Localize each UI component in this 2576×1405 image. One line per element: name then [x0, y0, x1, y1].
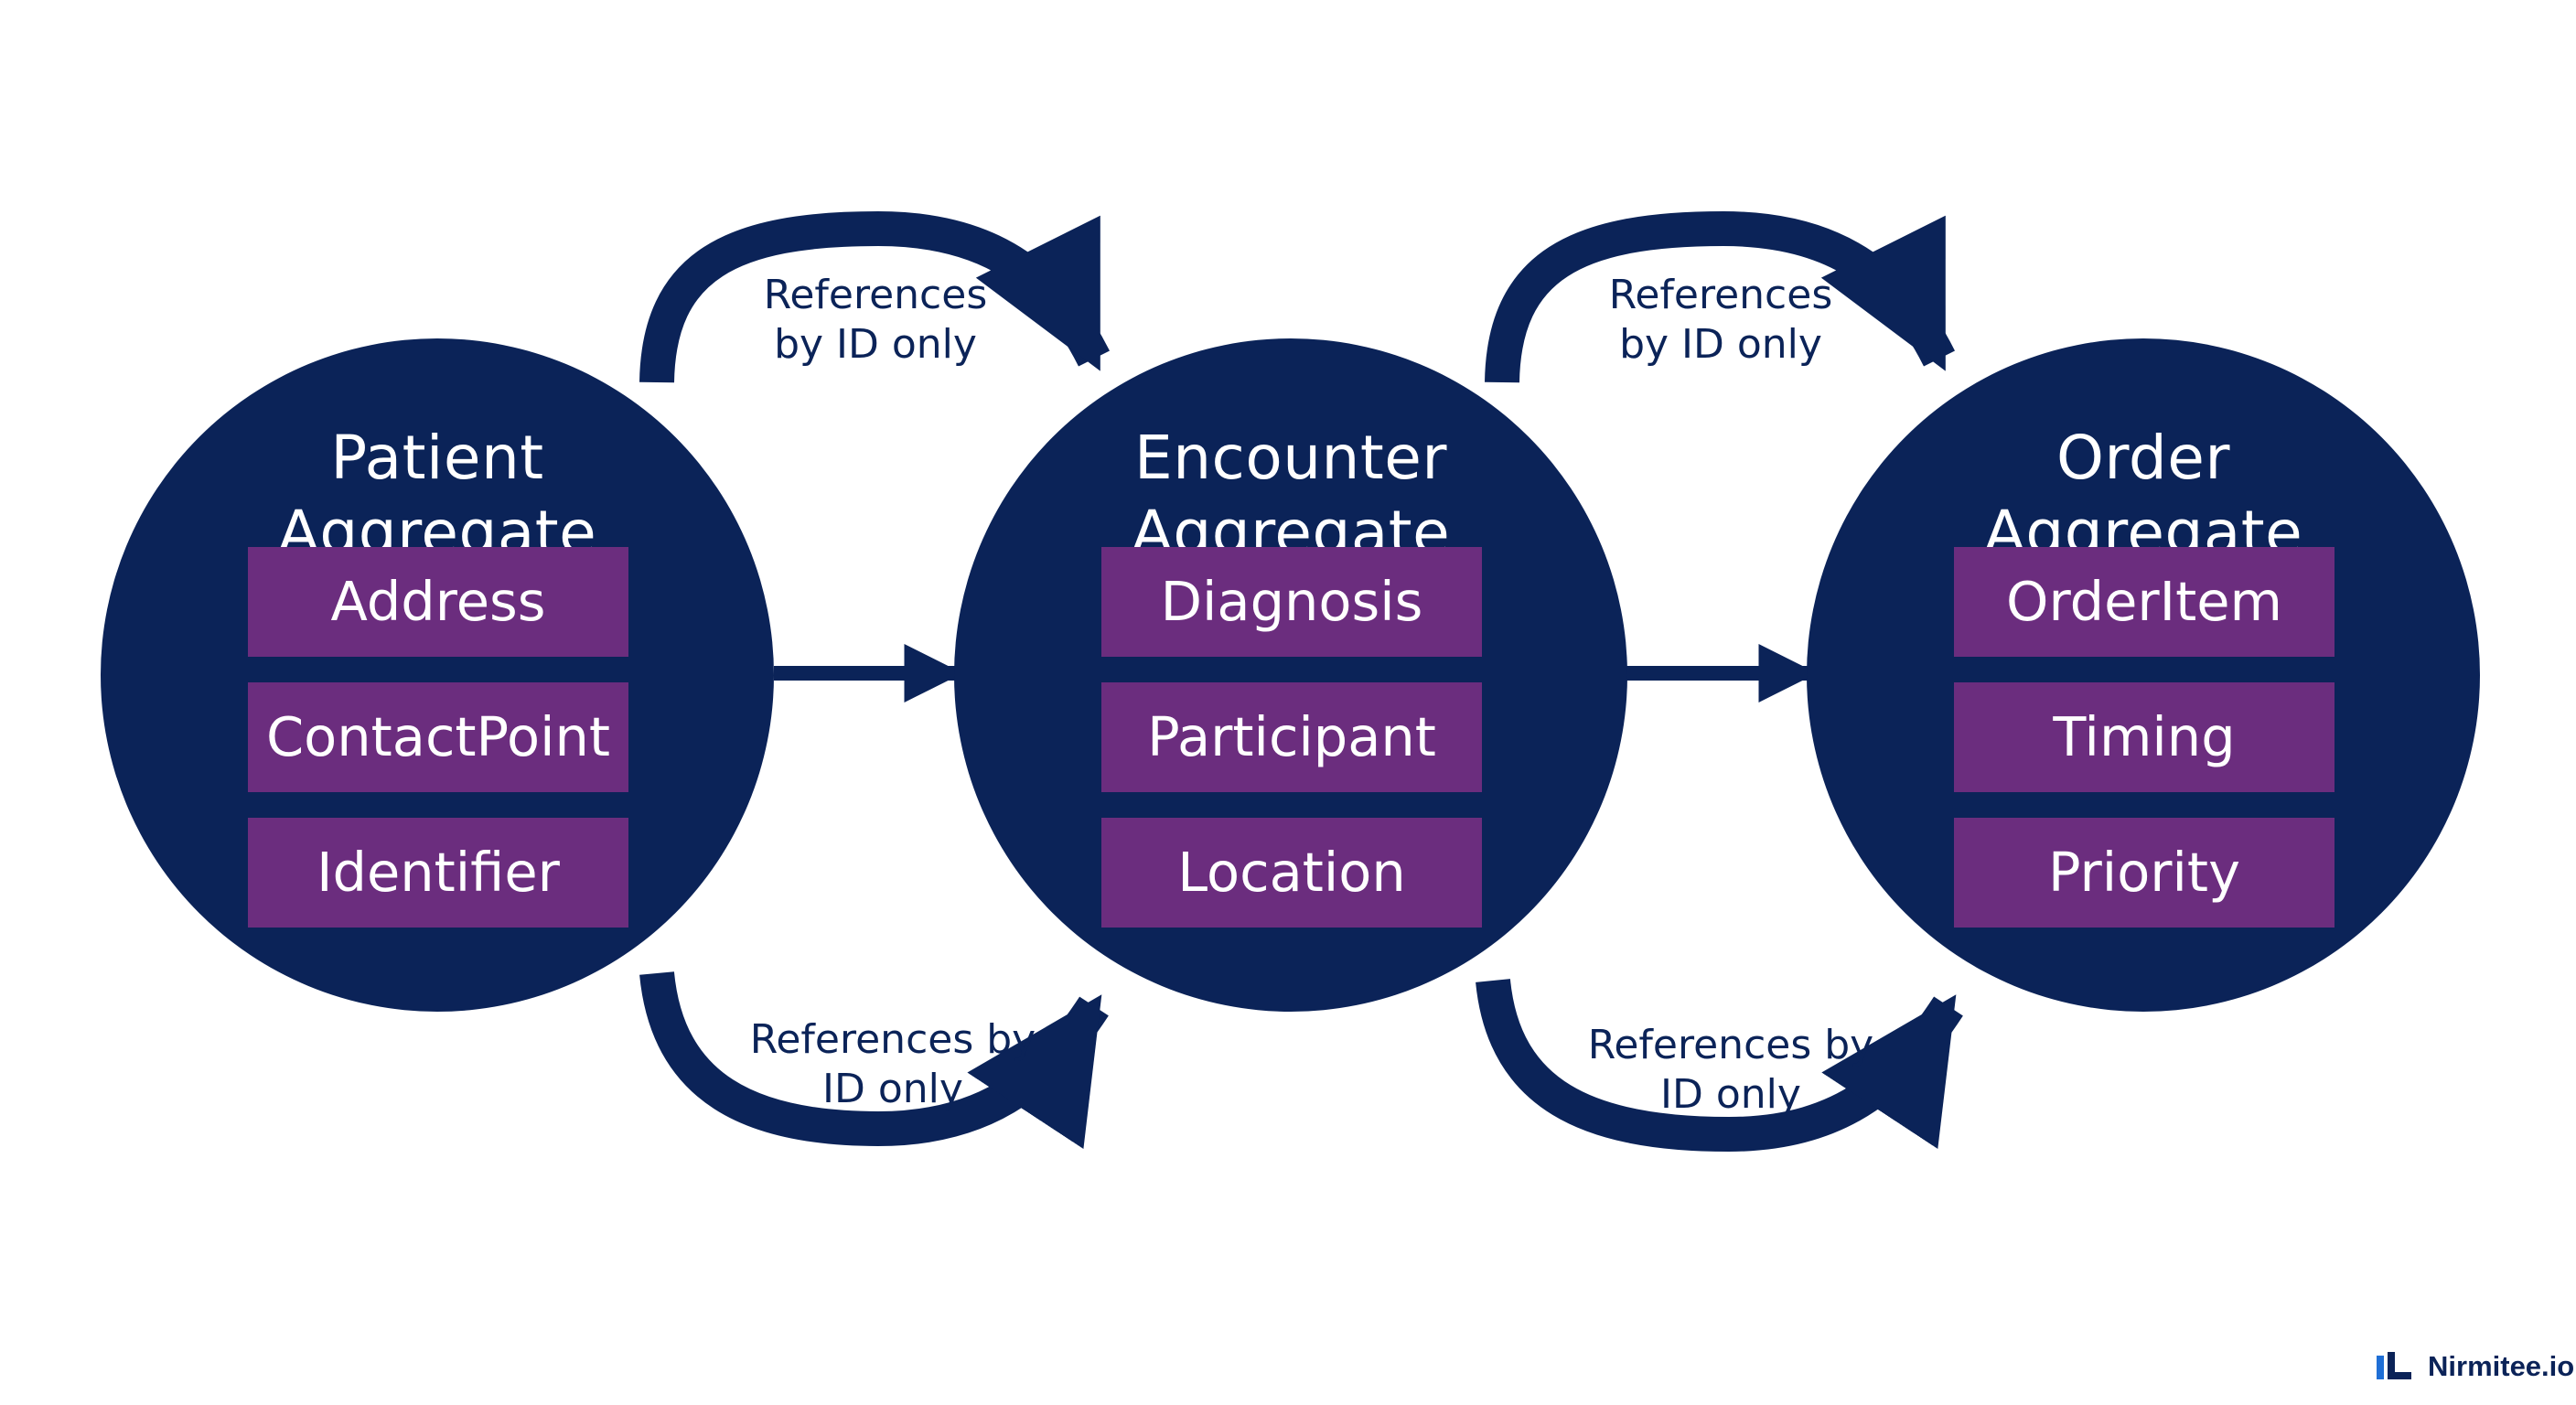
aggregate-items: Address ContactPoint Identifier: [248, 547, 628, 953]
reference-label-top-2: References by ID only: [1608, 272, 1833, 368]
aggregate-title: Encounter Aggregate: [1131, 423, 1451, 568]
entity-box: OrderItem: [1954, 547, 2334, 657]
reference-label-bottom-2: References by ID only: [1587, 1022, 1874, 1118]
bottom-arc-arrow-patient-to-encounter: [639, 971, 1109, 1150]
entity-box: Priority: [1954, 818, 2334, 928]
nirmitee-logo-icon: [2377, 1352, 2411, 1379]
aggregate-node-encounter: Encounter Aggregate Diagnosis Participan…: [954, 338, 1627, 1012]
entity-box: Timing: [1954, 682, 2334, 792]
brand-name: Nirmitee.io: [2428, 1350, 2575, 1382]
entity-box: Participant: [1101, 682, 1482, 792]
brand-watermark: Nirmitee.io: [2375, 1350, 2574, 1383]
top-arc-arrow-encounter-to-order: [1485, 210, 1955, 383]
entity-box: Address: [248, 547, 628, 657]
entity-box: Identifier: [248, 818, 628, 928]
entity-box: ContactPoint: [248, 682, 628, 792]
reference-label-top-1: References by ID only: [763, 272, 988, 368]
aggregate-items: OrderItem Timing Priority: [1954, 547, 2334, 953]
top-arc-arrow-patient-to-encounter: [639, 210, 1110, 383]
aggregate-items: Diagnosis Participant Location: [1101, 547, 1482, 953]
entity-box: Diagnosis: [1101, 547, 1482, 657]
bottom-arc-arrow-encounter-to-order: [1476, 978, 1963, 1153]
aggregate-node-order: Order Aggregate OrderItem Timing Priorit…: [1807, 338, 2480, 1012]
entity-box: Location: [1101, 818, 1482, 928]
aggregate-node-patient: Patient Aggregate Address ContactPoint I…: [101, 338, 774, 1012]
reference-label-bottom-1: References by ID only: [749, 1016, 1036, 1112]
